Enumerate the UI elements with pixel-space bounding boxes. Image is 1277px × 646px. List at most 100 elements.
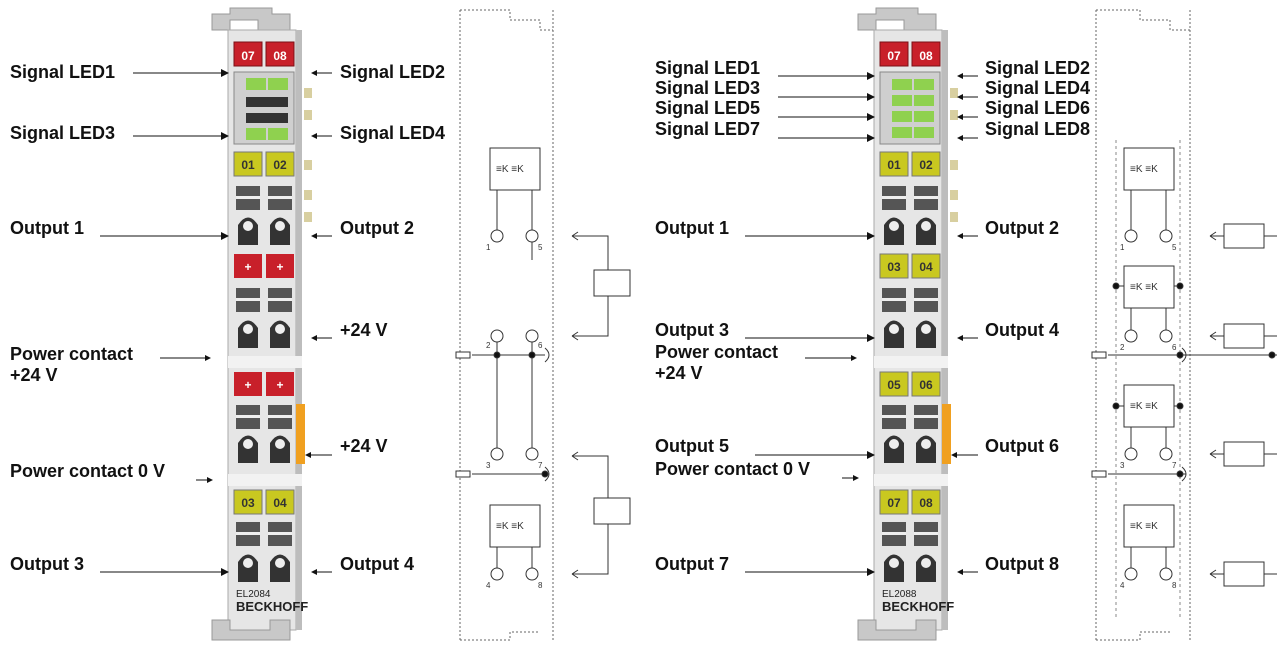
r-pin-3: 3 [1120,461,1125,470]
r-label-signal-led7: Signal LED7 [655,119,760,139]
orange-bar [296,404,305,464]
r-pin-6: 6 [1172,343,1177,352]
svg-text:≡K ≡K: ≡K ≡K [496,164,524,175]
terminal-brand: BECKHOFF [236,599,308,614]
label-power-contact: Power contact [10,344,133,364]
r-signal-led-5 [892,111,912,122]
plus-sign-1: + [244,260,251,274]
r-label-power-contact: Power contact [655,342,778,362]
terminal-el2088: 07 08 01 02 03 04 05 06 [857,7,958,641]
pin-6: 6 [538,341,543,350]
r-label-signal-led1: Signal LED1 [655,58,760,78]
r-label-output2: Output 2 [985,218,1059,238]
label-output1: Output 1 [10,218,84,238]
r-pin-7: 7 [1172,461,1177,470]
label-power-contact-v: +24 V [10,365,58,385]
pin-5: 5 [538,243,543,252]
label-output3: Output 3 [10,554,84,574]
label-signal-led3: Signal LED3 [10,123,115,143]
r-label-output8: Output 8 [985,554,1059,574]
r-signal-led-7 [892,127,912,138]
label-output4: Output 4 [340,554,414,574]
status-led-label-8: 08 [273,49,287,63]
pin-1: 1 [486,243,491,252]
r-terminal-brand: BECKHOFF [882,599,954,614]
r-terminal-model: EL2088 [882,589,917,600]
channel-led-label-1: 01 [241,158,255,172]
signal-led-3 [246,128,266,140]
status-led-7 [233,41,263,67]
pin-8: 8 [538,581,543,590]
r-label-output6: Output 6 [985,436,1059,456]
status-led-8 [265,41,295,67]
svg-text:≡K ≡K: ≡K ≡K [496,521,524,532]
r-signal-led-8 [914,127,934,138]
r-pin-5: 5 [1172,243,1177,252]
r-channel-led-5: 05 [887,378,901,392]
r-label-output7: Output 7 [655,554,729,574]
r-channel-led-2: 02 [919,158,933,172]
right-pin-numbers: 1 5 2 6 3 7 4 8 [1120,243,1177,590]
pin-7: 7 [538,461,543,470]
r-contact-block-2 [882,288,938,348]
schematic-el2084: ≡K ≡K ≡K ≡K [455,9,631,641]
r-channel-led-6: 06 [919,378,933,392]
r-label-power-contact-0v: Power contact 0 V [655,459,810,479]
left-labels: Signal LED1 Signal LED2 Signal LED3 Sign… [10,62,445,576]
r-signal-led-4 [914,95,934,106]
left-pin-numbers: 1 5 2 6 3 7 4 8 [486,243,543,590]
plus-sign-3: + [244,378,251,392]
r-signal-led-3 [892,95,912,106]
pin-3: 3 [486,461,491,470]
r-channel-led-7: 07 [887,496,901,510]
signal-led-1 [246,78,266,90]
label-signal-led2: Signal LED2 [340,62,445,82]
channel-led-label-2: 02 [273,158,287,172]
channel-led-label-3: 03 [241,496,255,510]
contact-block-1 [236,186,292,245]
r-label-signal-led2: Signal LED2 [985,58,1090,78]
label-plus24-a: +24 V [340,320,388,340]
r-channel-led-1: 01 [887,158,901,172]
r-label-output1: Output 1 [655,218,729,238]
r-signal-led-6 [914,111,934,122]
r-label-signal-led3: Signal LED3 [655,78,760,98]
r-pin-2: 2 [1120,343,1125,352]
svg-text:≡K ≡K: ≡K ≡K [1130,282,1158,293]
label-power-contact-0v: Power contact 0 V [10,461,165,481]
r-label-signal-led4: Signal LED4 [985,78,1090,98]
r-contact-block-3 [882,405,938,463]
label-signal-led4: Signal LED4 [340,123,445,143]
signal-led-2 [268,78,288,90]
label-plus24-b: +24 V [340,436,388,456]
r-status-led-label-8: 08 [919,49,933,63]
r-contact-block-4 [882,522,938,582]
r-status-led-label-7: 07 [887,49,901,63]
r-signal-led-1 [892,79,912,90]
pin-2: 2 [486,341,491,350]
label-output2: Output 2 [340,218,414,238]
r-label-output5: Output 5 [655,436,729,456]
contact-block-4 [236,522,292,582]
contact-block-2 [236,288,292,348]
r-signal-led-2 [914,79,934,90]
r-orange-bar [942,404,951,464]
status-led-label-7: 07 [241,49,255,63]
label-signal-led1: Signal LED1 [10,62,115,82]
r-pin-1: 1 [1120,243,1125,252]
contact-block-3 [236,405,292,463]
r-contact-block-1 [882,186,938,245]
terminal-el2084: 07 08 01 02 + + [211,7,312,641]
r-channel-led-4: 04 [919,260,933,274]
pin-4: 4 [486,581,491,590]
plus-sign-4: + [276,378,283,392]
r-label-output3: Output 3 [655,320,729,340]
r-pin-8: 8 [1172,581,1177,590]
r-channel-led-3: 03 [887,260,901,274]
r-label-signal-led8: Signal LED8 [985,119,1090,139]
r-label-output4: Output 4 [985,320,1059,340]
plus-sign-2: + [276,260,283,274]
svg-text:≡K ≡K: ≡K ≡K [1130,164,1158,175]
svg-text:≡K ≡K: ≡K ≡K [1130,521,1158,532]
